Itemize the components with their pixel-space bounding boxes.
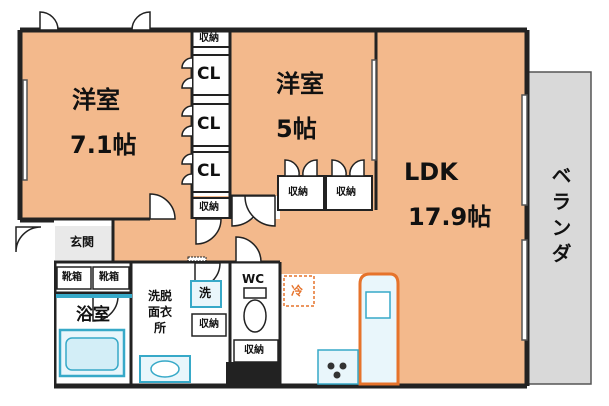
- western-room-2-name: 洋室: [276, 70, 324, 98]
- closet-bottom-storage-label: 収納: [199, 202, 219, 213]
- closet-3: [191, 151, 231, 193]
- washroom-storage-label: 収納: [199, 319, 219, 330]
- closet-3-label: CL: [197, 161, 221, 181]
- western-room-1-size: 7.1帖: [70, 131, 137, 159]
- closet-door-marks: [181, 57, 193, 185]
- closet-2-label: CL: [197, 114, 221, 134]
- kitchen-sink: [365, 291, 391, 319]
- washroom-storage: [191, 313, 227, 337]
- veranda-area: [526, 71, 592, 385]
- stove-burners: [327, 362, 347, 379]
- windows: [22, 59, 528, 341]
- ldk-name: LDK: [404, 158, 458, 186]
- shoe-box-1-label: 靴箱: [62, 272, 82, 283]
- wc-storage-label: 収納: [244, 345, 264, 356]
- storage-box-2: [325, 175, 373, 211]
- shoe-box-2-label: 靴箱: [99, 272, 119, 283]
- closet-top-storage-label: 収納: [199, 33, 219, 44]
- wc-label: WC: [242, 272, 265, 286]
- veranda-label: ベランダ: [548, 165, 572, 269]
- wall-block-2: [20, 262, 54, 386]
- bath-wall-accent: [56, 294, 132, 298]
- doors: [15, 11, 365, 322]
- shoe-box-1: [56, 266, 92, 290]
- western-room-1-name: 洋室: [72, 86, 120, 114]
- toilet-tank: [243, 287, 267, 299]
- washroom-label: 洗脱 面衣 所: [148, 289, 173, 336]
- storage-box-1-label: 収納: [288, 187, 308, 198]
- vent: [187, 256, 207, 262]
- shoe-box-2: [92, 266, 130, 290]
- washer-box: [190, 280, 222, 308]
- western-room-2-size: 5帖: [276, 115, 317, 143]
- western-room-1-floor: [22, 31, 192, 219]
- entrance-label: 玄関: [70, 235, 95, 249]
- entrance-floor: [55, 226, 113, 260]
- ldk-floor: [376, 31, 526, 385]
- washer-label: 洗: [199, 286, 212, 300]
- ldk-size: 17.9帖: [408, 203, 492, 231]
- kitchen-wall-counter: [317, 349, 359, 385]
- fridge-label: 冷: [291, 284, 304, 298]
- closet-1-label: CL: [197, 64, 221, 84]
- fridge-space: [283, 275, 315, 307]
- storage-box-1: [277, 175, 325, 211]
- toilet-bowl: [243, 299, 267, 333]
- bathroom-label: 浴室: [76, 305, 110, 325]
- storage-box-2-label: 収納: [336, 187, 356, 198]
- washroom-sink-bowl: [150, 360, 180, 378]
- bathtub-inner: [65, 337, 119, 371]
- wall-block-1: [226, 362, 280, 386]
- kitchen-counter: [358, 272, 400, 386]
